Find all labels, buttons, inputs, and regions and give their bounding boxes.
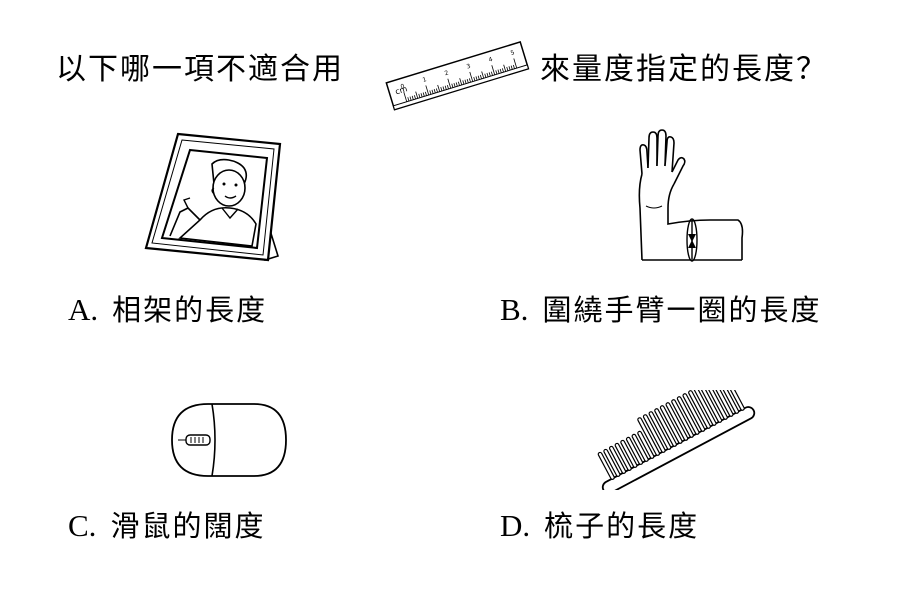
comb-tooth (710, 390, 734, 417)
comb-tooth (637, 430, 655, 459)
comb-tooth (665, 402, 689, 441)
comb-tooth (676, 396, 700, 435)
option-a-letter: A. (68, 292, 99, 327)
option-c[interactable]: C. 滑鼠的闊度 (68, 506, 265, 546)
ruler-mark-label: 0 (400, 83, 406, 91)
comb-tooth (654, 408, 678, 447)
option-a-text: 相架的長度 (112, 293, 268, 327)
comb-tooth (603, 448, 621, 477)
question-text-suffix: 來量度指定的長度？ (540, 52, 828, 87)
ruler-mark-label: 3 (466, 63, 472, 71)
comb-tooth (642, 414, 666, 453)
ruler-unit-label: cm (394, 84, 408, 96)
arm-icon (638, 129, 744, 262)
option-c-text: 滑鼠的闊度 (110, 509, 266, 543)
mouse-icon (171, 403, 287, 477)
option-b[interactable]: B. 圍繞手臂一圈的長度 (500, 290, 821, 330)
ruler-mark-label: 4 (488, 56, 494, 64)
comb-tooth (637, 417, 661, 456)
option-d-text: 梳子的長度 (544, 509, 700, 543)
question-text-prefix: 以下哪一項不適合用 (56, 52, 344, 87)
photo-frame-icon (144, 132, 282, 262)
comb-tooth (671, 399, 694, 438)
option-b-letter: B. (500, 292, 529, 327)
comb-tooth (625, 436, 644, 465)
option-b-text: 圍繞手臂一圈的長度 (542, 293, 822, 327)
comb-tooth (614, 442, 632, 471)
comb-tooth (659, 405, 683, 444)
comb-tooth (648, 411, 672, 450)
option-d-letter: D. (500, 508, 531, 543)
comb-tooth (597, 451, 615, 480)
comb-tooth (688, 390, 711, 429)
ruler-mark-label: 1 (422, 76, 428, 84)
comb-tooth (699, 390, 723, 423)
option-d[interactable]: D. 梳子的長度 (500, 506, 699, 546)
comb-tooth (620, 439, 638, 468)
comb-tooth (693, 390, 717, 426)
comb-tooth (716, 390, 740, 414)
comb-tooth (608, 445, 627, 474)
ruler-mark-label: 2 (444, 69, 450, 77)
comb-tooth (705, 390, 728, 420)
comb-icon (597, 390, 756, 490)
ruler-mark-label: 5 (510, 49, 516, 57)
option-a[interactable]: A. 相架的長度 (68, 290, 267, 330)
comb-tooth (682, 393, 706, 432)
comb-tooth (722, 390, 745, 411)
option-c-letter: C. (68, 508, 97, 543)
comb-tooth (631, 433, 649, 462)
ruler-icon: cm 0 1 2 3 4 5 (385, 41, 530, 111)
